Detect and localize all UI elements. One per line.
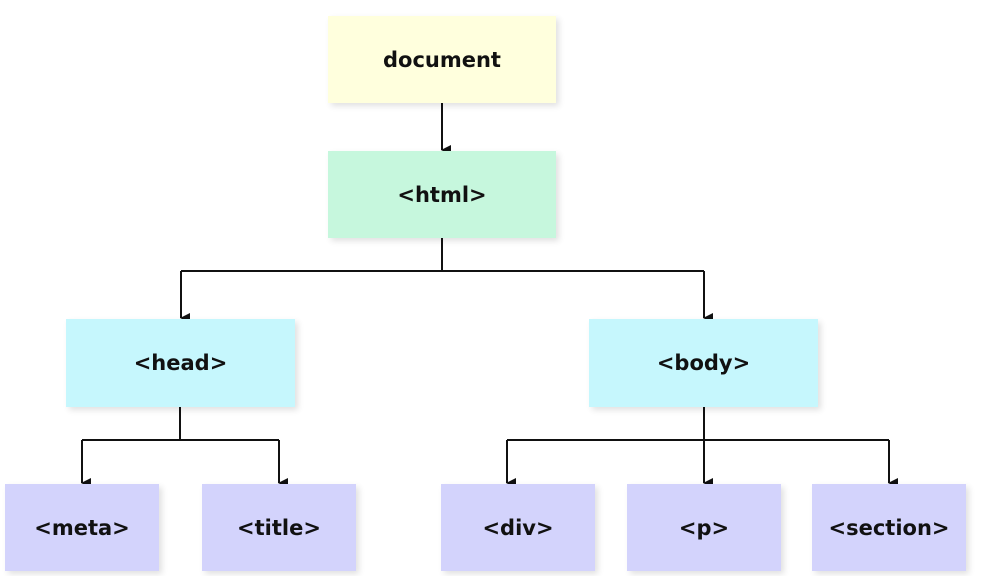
node-div: <div> [441,484,595,571]
node-document: document [328,16,556,103]
node-title: <title> [202,484,356,571]
node-section: <section> [812,484,966,571]
node-p: <p> [627,484,781,571]
node-body: <body> [589,319,818,407]
node-html: <html> [328,151,556,238]
node-head: <head> [66,319,295,407]
node-meta: <meta> [5,484,159,571]
